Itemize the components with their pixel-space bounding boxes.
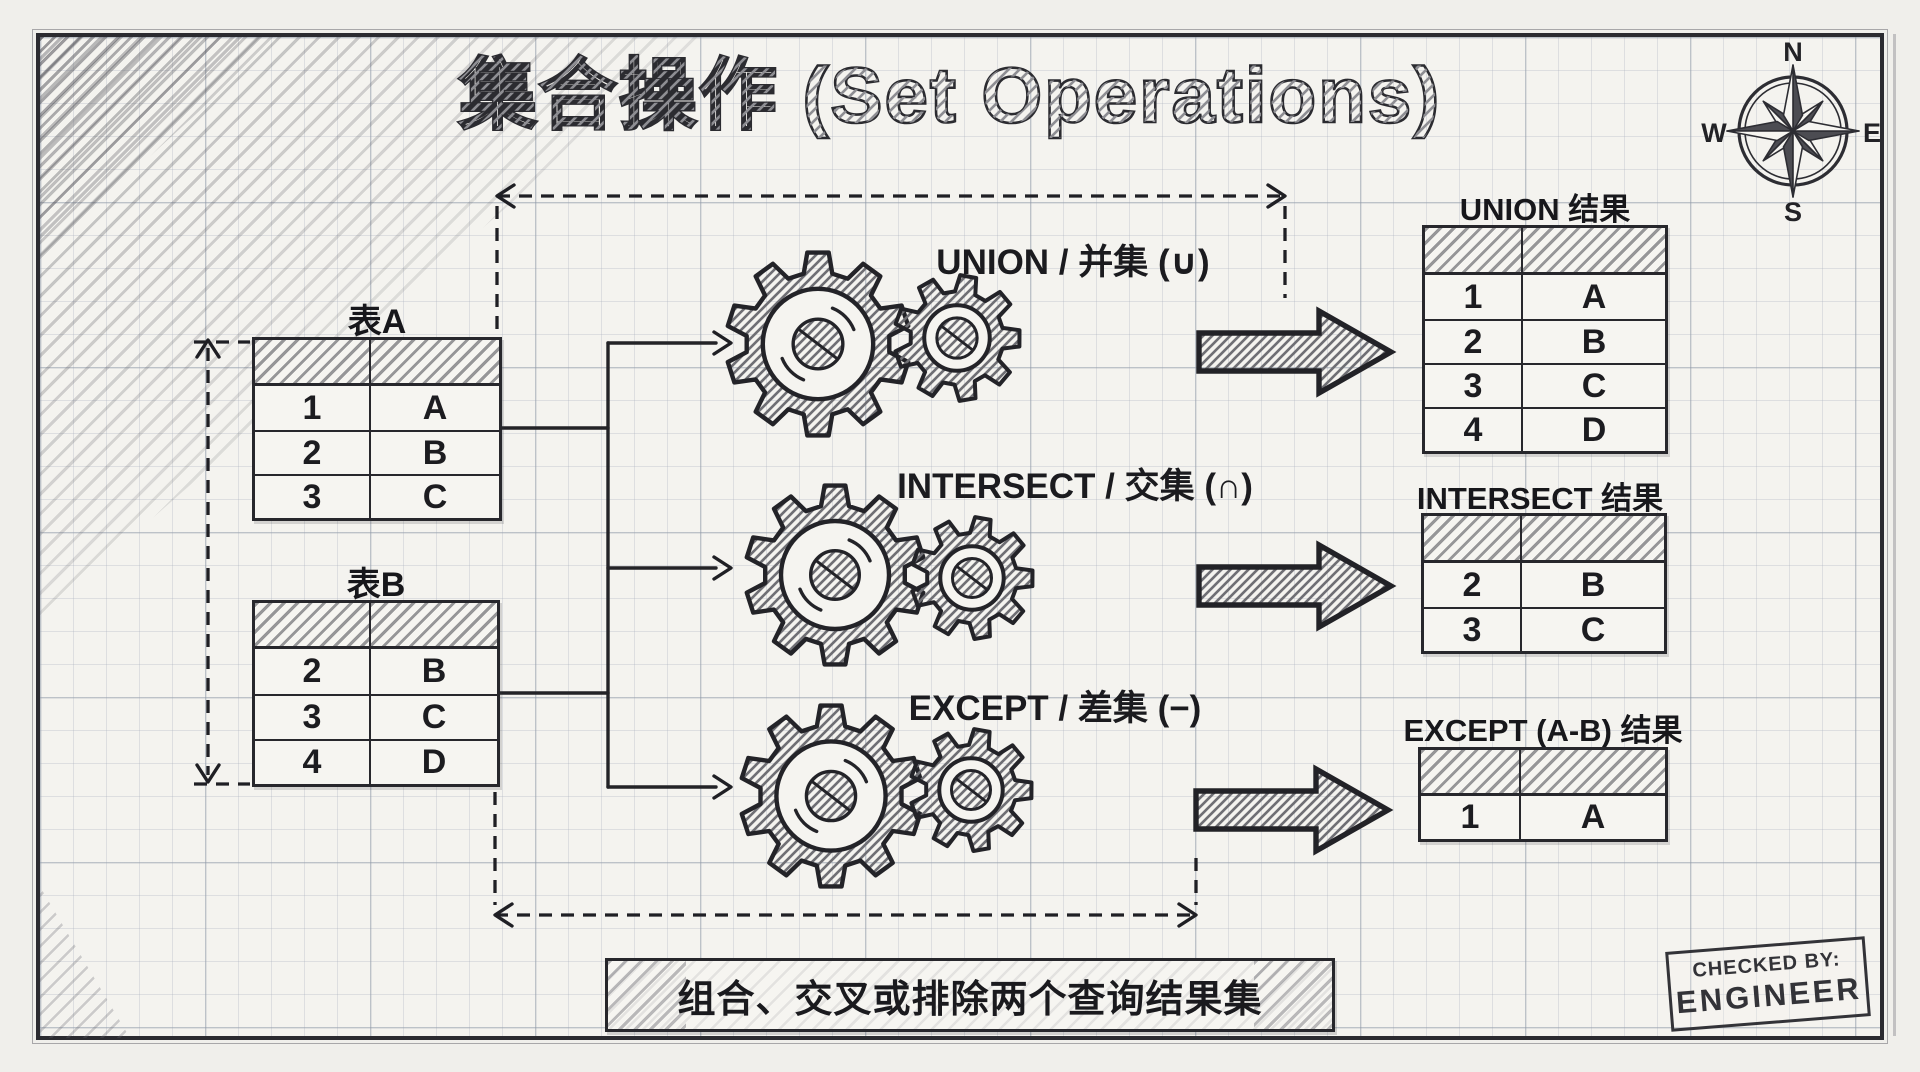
result-union-title: UNION 结果 — [1459, 192, 1631, 227]
compass-south-label: S — [1784, 197, 1802, 227]
table-a-title: 表A — [347, 303, 407, 341]
caption-text: 组合、交叉或排除两个查询结果集 — [677, 978, 1263, 1021]
gears-icon-union — [725, 250, 1022, 438]
operation-label-union: UNION / 并集 (∪) — [936, 243, 1210, 282]
top-dimension-line — [495, 194, 1287, 336]
bottom-dimension-line — [493, 792, 1198, 917]
gears-icon-except — [739, 703, 1034, 889]
cell: 2 — [255, 430, 371, 474]
header-cell — [371, 603, 497, 649]
cell: B — [1580, 565, 1606, 604]
cell: 3 — [1424, 607, 1522, 651]
cell: C — [371, 694, 497, 739]
cell: 3 — [255, 694, 371, 739]
result-intersect-title: INTERSECT 结果 — [1416, 481, 1664, 516]
cell: 3 — [255, 474, 371, 518]
cell: C — [1522, 607, 1664, 651]
cell: 3 — [1425, 363, 1523, 407]
caption-box: 组合、交叉或排除两个查询结果集 — [605, 958, 1335, 1032]
pencil-edge-decoration — [1893, 34, 1896, 1036]
generated-artwork — [195, 183, 1397, 928]
cell: 4 — [1425, 407, 1523, 451]
compass-east-label: E — [1863, 118, 1881, 148]
header-cell — [255, 340, 371, 386]
cell: C — [1523, 363, 1665, 407]
result-arrow-intersect — [1196, 540, 1397, 632]
header-cell — [1421, 750, 1521, 796]
cell: D — [371, 739, 497, 784]
result-except-title: EXCEPT (A-B) 结果 — [1403, 713, 1683, 748]
checked-by-stamp: CHECKED BY: ENGINEER — [1665, 936, 1871, 1032]
gears-icon-intersect — [744, 483, 1035, 667]
header-cell — [371, 340, 499, 386]
connector-bracket — [498, 341, 718, 789]
cell: B — [1523, 319, 1665, 363]
cell: 4 — [255, 739, 371, 784]
header-cell — [1523, 228, 1665, 275]
cell: A — [1581, 277, 1607, 316]
result-arrow-union — [1196, 306, 1397, 398]
cell: 1 — [1421, 796, 1521, 839]
cell: 2 — [1424, 563, 1522, 607]
compass-rose: N S E W — [1701, 37, 1881, 227]
compass-north-label: N — [1783, 37, 1803, 67]
cell: 1 — [255, 386, 371, 430]
cell: 2 — [1425, 319, 1523, 363]
header-cell — [1424, 516, 1522, 563]
cell: C — [371, 474, 499, 518]
header-cell — [255, 603, 371, 649]
header-cell — [1425, 228, 1523, 275]
cell: A — [422, 388, 448, 427]
cell: A — [1580, 798, 1606, 836]
arrowheads — [195, 183, 1287, 928]
operation-label-except: EXCEPT / 差集 (−) — [908, 689, 1202, 728]
header-cell — [1521, 750, 1665, 796]
page-title: 集合操作 (Set Operations) — [458, 51, 1441, 139]
cell: 1 — [1425, 275, 1523, 319]
compass-west-label: W — [1701, 118, 1727, 148]
table-b-title: 表B — [346, 566, 406, 604]
cell: 2 — [255, 649, 371, 694]
left-dimension-line — [194, 340, 250, 786]
cell: B — [421, 652, 447, 690]
operation-label-intersect: INTERSECT / 交集 (∩) — [897, 467, 1253, 506]
cell: B — [371, 430, 499, 474]
header-cell — [1522, 516, 1664, 563]
cell: D — [1523, 407, 1665, 451]
result-arrow-except — [1193, 764, 1394, 856]
